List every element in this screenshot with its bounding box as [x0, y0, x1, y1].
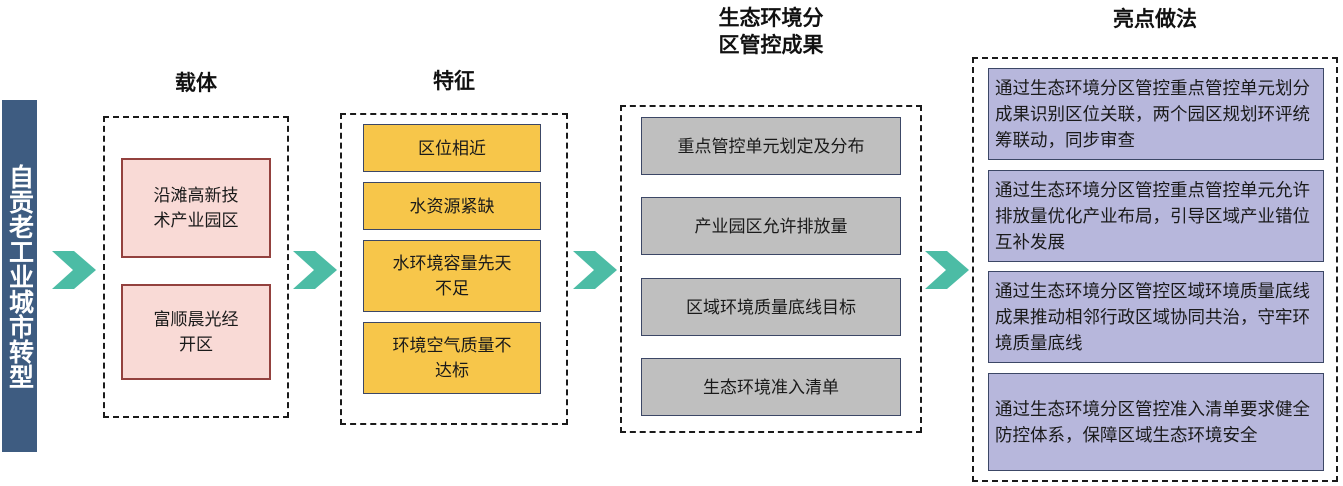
group-box-result: [620, 105, 922, 433]
column-title-feature: 特征: [433, 70, 475, 93]
arrow-feature-to-result: [573, 249, 617, 291]
feature-node-1[interactable]: 区位相近: [363, 124, 541, 172]
result-node-4[interactable]: 生态环境准入清单: [641, 358, 901, 416]
feature-node-3[interactable]: 水环境容量先天 不足: [363, 240, 541, 312]
result-node-1[interactable]: 重点管控单元划定及分布: [641, 117, 901, 175]
result-node-3[interactable]: 区域环境质量底线目标: [641, 278, 901, 336]
column-title-highlight: 亮点做法: [1113, 8, 1197, 31]
result-node-2[interactable]: 产业园区允许排放量: [641, 197, 901, 255]
highlight-node-3[interactable]: 通过生态环境分区管控区域环境质量底线成果推动相邻行政区域协同共治，守牢环境质量底…: [988, 271, 1324, 363]
feature-node-4[interactable]: 环境空气质量不 达标: [363, 322, 541, 394]
carrier-node-2[interactable]: 富顺晨光经 开区: [121, 284, 271, 380]
highlight-node-4[interactable]: 通过生态环境分区管控准入清单要求健全防控体系，保障区域生态环境安全: [988, 373, 1324, 471]
sidebar-vertical-title: 自贡老工业城市转型: [2, 100, 37, 452]
group-box-highlight: [972, 57, 1338, 482]
arrow-carrier-to-feature: [293, 249, 337, 291]
feature-node-2[interactable]: 水资源紧缺: [363, 182, 541, 230]
highlight-node-1[interactable]: 通过生态环境分区管控重点管控单元划分成果识别区位关联，两个园区规划环评统筹联动，…: [988, 68, 1324, 160]
column-title-carrier: 载体: [175, 72, 217, 95]
highlight-node-2[interactable]: 通过生态环境分区管控重点管控单元允许排放量优化产业布局，引导区域产业错位互补发展: [988, 170, 1324, 262]
arrow-sidebar-to-carrier: [52, 249, 96, 291]
arrow-result-to-highlight: [925, 249, 969, 291]
carrier-node-1[interactable]: 沿滩高新技 术产业园区: [121, 158, 271, 258]
group-box-feature: [340, 113, 568, 425]
column-title-result: 生态环境分 区管控成果: [718, 7, 824, 57]
group-box-carrier: [103, 116, 289, 418]
